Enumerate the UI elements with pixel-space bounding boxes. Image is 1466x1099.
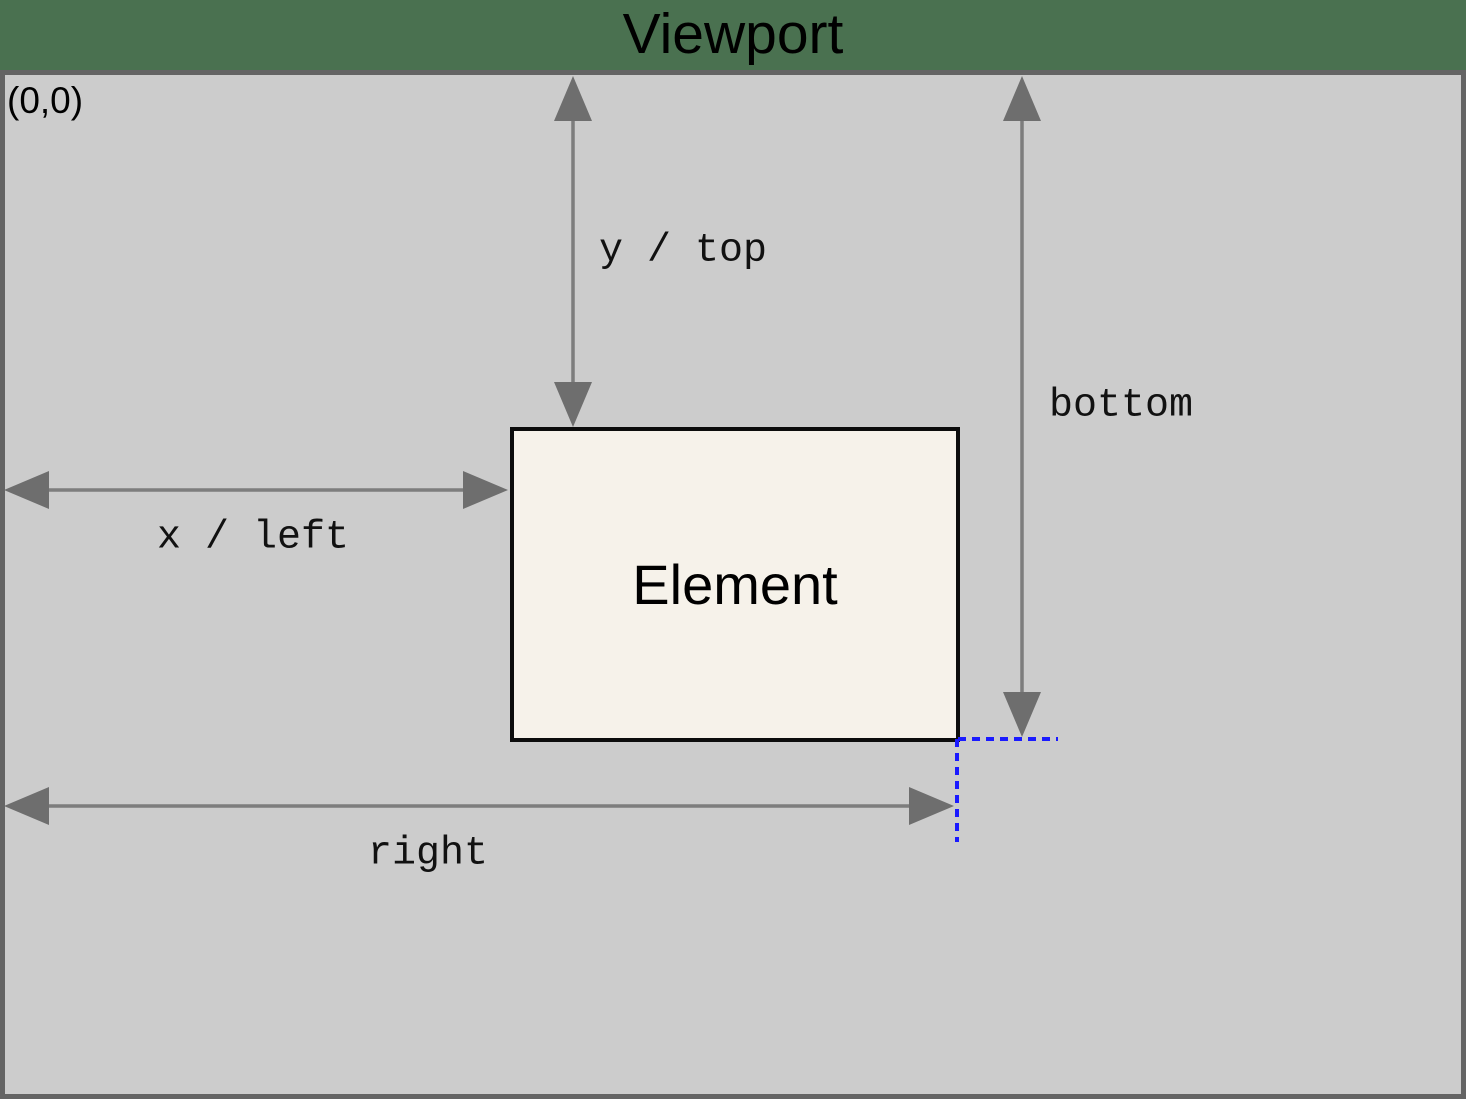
origin-coordinate-label: (0,0) bbox=[7, 80, 84, 121]
element-label: Element bbox=[632, 553, 838, 616]
x-left-label: x / left bbox=[156, 515, 350, 561]
right-label: right bbox=[367, 831, 489, 877]
element-box: Element bbox=[510, 427, 960, 742]
y-top-label: y / top bbox=[598, 228, 768, 274]
diagram-title: Viewport bbox=[622, 2, 844, 66]
bottom-label: bottom bbox=[1048, 383, 1194, 429]
